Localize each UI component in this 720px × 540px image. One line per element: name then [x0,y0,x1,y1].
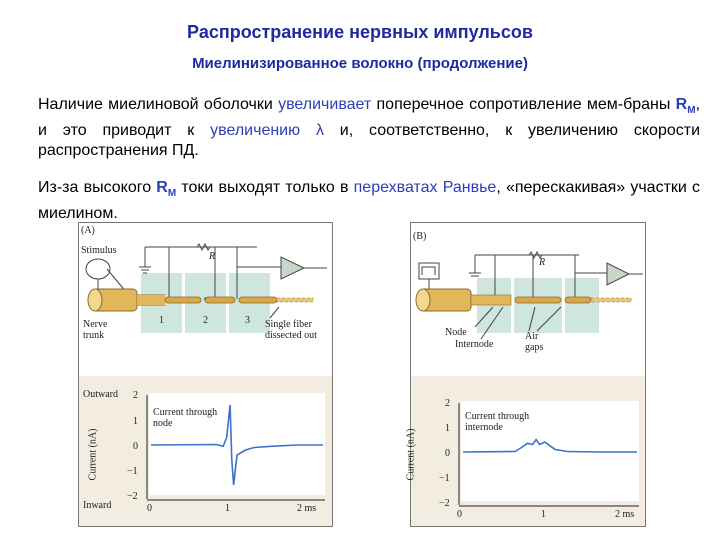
y-tick: 1 [133,416,138,427]
resistor-label-a: R [209,251,216,262]
para2-text-2: токи выходят только в [176,179,354,196]
x-tick: 1 [225,503,230,514]
paragraph-myelin-resistance: Наличие миелиновой оболочки увеличивает … [38,95,700,161]
x-tick: 0 [147,503,152,514]
pool-3-label: 3 [245,315,250,326]
x-tick: 2 ms [615,509,635,520]
para1-text-3: , и это приводит к [38,96,701,140]
air-gaps-label: Air gaps [525,331,544,353]
rm-symbol: RМ [675,96,696,117]
pool-2-label: 2 [203,315,208,326]
para1-text-4: и, соответственно, к увеличению скорости… [38,122,700,160]
stimulus-label: Stimulus [81,245,117,256]
pool-b-1 [477,278,511,333]
pool-1-label: 1 [159,315,164,326]
y-axis-label-b: Current (nA) [405,428,417,481]
para1-highlight-lambda: увеличению λ [210,122,324,140]
resistor-label-b: R [539,257,546,268]
single-fiber-label: Single fiber dissected out [265,319,317,341]
nerve-trunk-label: Nerve trunk [83,319,108,341]
y-tick: 0 [133,441,138,452]
y-tick: 1 [445,423,450,434]
para2-highlight-ranvier: перехватах Ранвье [353,179,497,196]
panel-a-figure: (A) Stimulus R 1 2 3 Nerve trunk Single … [78,222,333,527]
y-axis-label-a: Current (nA) [87,428,99,481]
pool-b-3 [565,278,599,333]
y-tick: 0 [445,448,450,459]
internode-label: Internode [455,339,494,350]
page-subtitle: Миелинизированное волокно (продолжение) [192,55,528,72]
page-title: Распространение нервных импульсов [187,22,533,42]
y-tick: −1 [439,473,450,484]
panel-b-figure: (B) R Node Internode Air gaps Current (n… [405,222,646,527]
pool-b-2 [514,278,562,333]
para1-text-2: поперечное сопротивление мем-браны [371,96,676,113]
outward-label: Outward [83,389,118,400]
rm-symbol: RМ [156,179,177,200]
y-tick: −2 [127,491,138,502]
node-label: Node [445,327,467,338]
current-trace [150,404,323,486]
x-tick: 0 [457,509,462,520]
panel-b-drawing [411,250,645,526]
panel-b-label: (B) [413,231,427,242]
para1-text-1: Наличие миелиновой оболочки [38,96,279,113]
current-trace [462,438,637,453]
para2-text-3: , «перескакивая» участки с миелином. [38,179,700,223]
inward-label: Inward [83,500,112,511]
paragraph-saltatory: Из-за высокого RМ токи выходят только в … [38,178,700,224]
para1-highlight-increases: увеличивает [278,96,372,113]
y-tick: 2 [445,398,450,409]
para2-text-1: Из-за высокого [38,179,157,196]
x-tick: 1 [541,509,546,520]
y-tick: −1 [127,466,138,477]
panel-a-drawing [79,242,332,526]
x-tick: 2 ms [297,503,317,514]
panel-a-label: (A) [81,225,95,236]
y-tick: 2 [133,390,138,401]
y-tick: −2 [439,498,450,509]
trace-label-a: Current through node [153,407,218,429]
trace-label-b: Current through internode [465,411,530,433]
